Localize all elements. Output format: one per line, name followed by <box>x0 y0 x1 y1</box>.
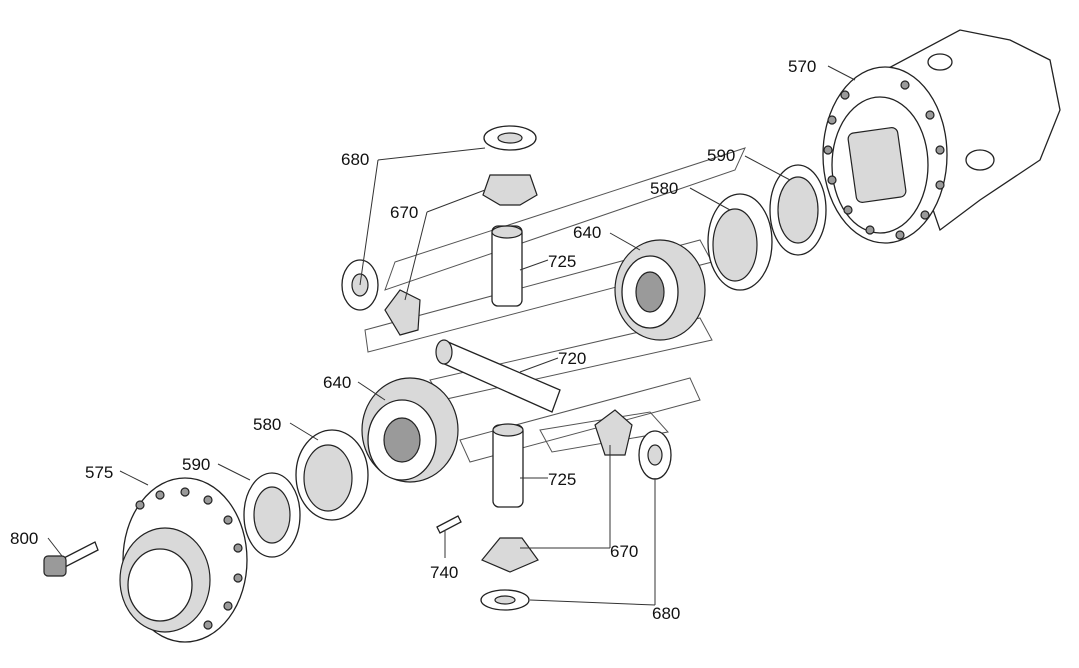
callout-725-lower: 725 <box>548 470 576 489</box>
pinion-gear-670-top <box>482 174 538 206</box>
callout-720: 720 <box>558 349 586 368</box>
cross-shaft-720 <box>435 339 561 413</box>
pinion-gear-670-bottom <box>481 537 539 573</box>
thrust-washer-680-top <box>483 125 537 151</box>
housing-cover-575 <box>119 477 248 643</box>
callout-640-upper: 640 <box>573 223 601 242</box>
assembly-guide-lines <box>364 147 746 463</box>
pinion-gear-670-right <box>594 409 633 456</box>
callout-590-upper: 590 <box>707 146 735 165</box>
callout-680-lower: 680 <box>652 604 680 623</box>
callout-800: 800 <box>10 529 38 548</box>
thrust-washer-590-upper <box>769 164 827 256</box>
pin-725-upper <box>491 225 523 307</box>
callout-670-upper: 670 <box>390 203 418 222</box>
thrust-washer-590-lower <box>243 472 301 558</box>
callout-640-lower: 640 <box>323 373 351 392</box>
callout-580-upper: 580 <box>650 179 678 198</box>
callout-670-lower: 670 <box>610 542 638 561</box>
callout-590-lower: 590 <box>182 455 210 474</box>
thrust-washer-680-bottom <box>480 589 530 611</box>
callout-680-upper: 680 <box>341 150 369 169</box>
callout-725-upper: 725 <box>548 252 576 271</box>
leader-lines <box>47 65 856 606</box>
side-gear-640-upper <box>614 239 706 341</box>
callout-580-lower: 580 <box>253 415 281 434</box>
differential-housing-570 <box>822 29 1061 244</box>
pin-725-lower <box>492 423 524 508</box>
thrust-washer-680-right <box>638 430 672 480</box>
bearing-ring-580-lower <box>295 429 369 521</box>
callout-570: 570 <box>788 57 816 76</box>
side-gear-640-lower <box>361 377 459 483</box>
callout-575: 575 <box>85 463 113 482</box>
callout-740: 740 <box>430 563 458 582</box>
bearing-ring-580-upper <box>707 193 773 291</box>
callout-labels: 570 680 590 670 580 640 725 720 640 580 … <box>10 57 816 623</box>
pinion-gear-670-left <box>384 289 421 336</box>
roll-pin-740 <box>436 515 462 534</box>
bolt-800 <box>43 541 99 577</box>
